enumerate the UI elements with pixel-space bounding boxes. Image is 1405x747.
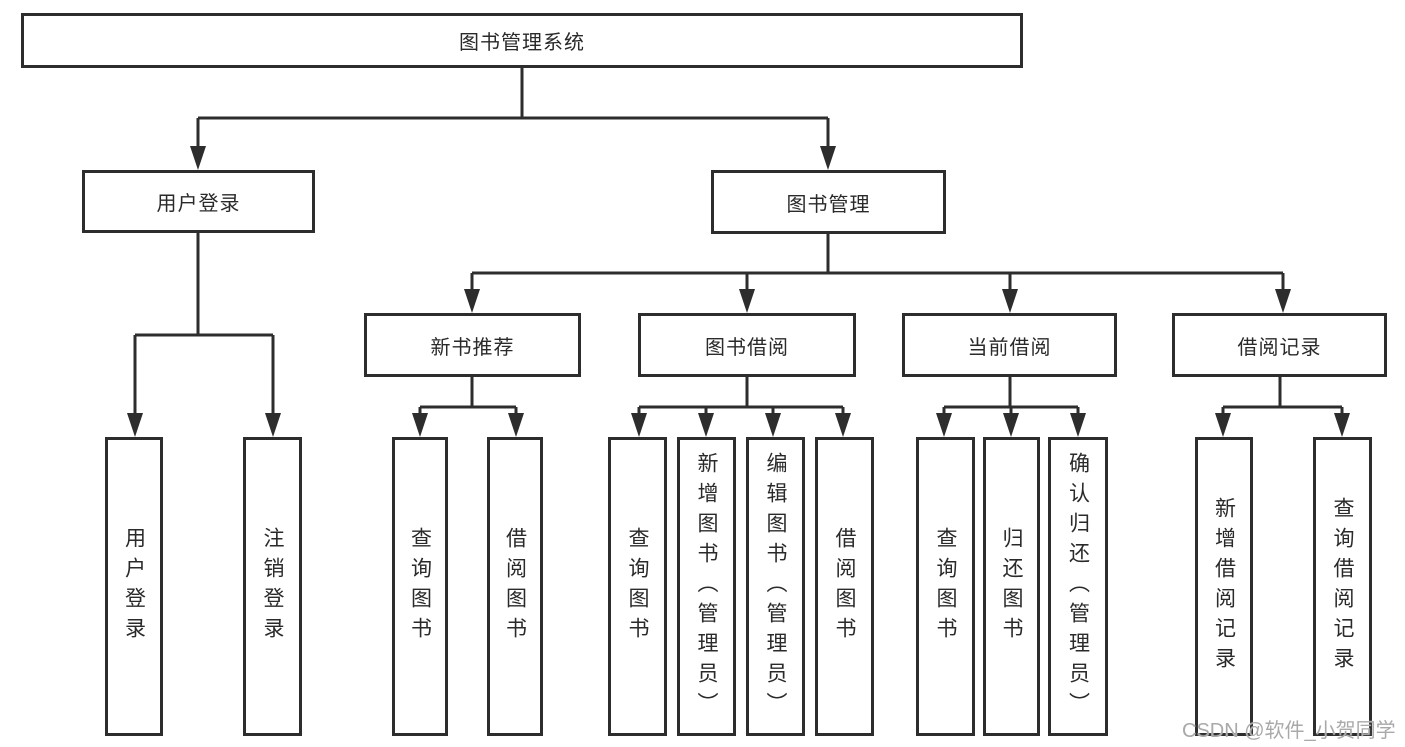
node-current-borrowing: 当前借阅 (902, 313, 1117, 377)
arrow-icon (464, 289, 480, 313)
connector-user-login-split (133, 233, 275, 415)
node-borrowing-records-label: 借阅记录 (1237, 336, 1322, 359)
arrow-icon (1215, 413, 1231, 437)
arrow-icon (508, 413, 524, 437)
leaf-query-books-borrowing: 查询图书 (608, 437, 667, 736)
node-new-book-recommend-label: 新书推荐 (430, 336, 515, 359)
arrow-icon (698, 413, 714, 437)
arrow-icon (835, 413, 851, 437)
leaf-query-books-borrowing-label: 查询图书 (626, 526, 649, 647)
leaf-borrow-books-recommend: 借阅图书 (487, 437, 543, 736)
connector-root-split (196, 68, 830, 148)
leaf-add-books-admin: 新增图书（管理员） (677, 437, 736, 736)
node-book-borrowing-label: 图书借阅 (705, 336, 789, 359)
arrow-icon (820, 146, 836, 170)
leaf-return-books: 归还图书 (983, 437, 1040, 736)
leaf-add-borrow-record: 新增借阅记录 (1195, 437, 1253, 736)
leaf-edit-books-admin: 编辑图书（管理员） (746, 437, 805, 736)
leaf-return-books-label: 归还图书 (1000, 526, 1023, 647)
arrow-icon (631, 413, 647, 437)
node-new-book-recommend: 新书推荐 (364, 313, 581, 377)
node-user-login-label: 用户登录 (156, 193, 241, 215)
node-user-login: 用户登录 (82, 170, 315, 233)
connector-borrowing-records-split (1221, 377, 1344, 415)
leaf-logout-login: 注销登录 (243, 437, 302, 736)
node-library-management-system-label: 图书管理系统 (459, 32, 585, 54)
node-book-management: 图书管理 (711, 170, 946, 234)
leaf-logout-login-label: 注销登录 (261, 526, 284, 647)
arrow-icon (1070, 413, 1086, 437)
arrow-icon (1275, 289, 1291, 313)
connector-book-management-split (470, 234, 1285, 291)
arrow-icon (739, 289, 755, 313)
leaf-query-borrow-record-label: 查询借阅记录 (1331, 496, 1354, 677)
arrow-icon (1003, 413, 1019, 437)
csdn-watermark: CSDN @软件_小贺同学 (1182, 720, 1396, 742)
leaf-query-books-recommend: 查询图书 (392, 437, 448, 736)
leaf-edit-books-admin-label: 编辑图书（管理员） (764, 451, 787, 722)
arrow-icon (190, 146, 206, 170)
arrow-icon (127, 413, 143, 437)
leaf-query-books-recommend-label: 查询图书 (408, 526, 432, 647)
connector-current-borrowing-split (942, 377, 1080, 415)
leaf-user-login-label: 用户登录 (122, 526, 146, 647)
arrowheads (127, 146, 1350, 437)
arrow-icon (412, 413, 428, 437)
connector-book-borrowing-split (637, 377, 845, 415)
node-book-borrowing: 图书借阅 (638, 313, 856, 377)
leaf-borrow-books-recommend-label: 借阅图书 (503, 526, 527, 647)
arrow-icon (936, 413, 952, 437)
arrow-icon (265, 413, 281, 437)
leaf-query-books-current: 查询图书 (916, 437, 975, 736)
arrow-icon (1002, 289, 1018, 313)
arrow-icon (765, 413, 781, 437)
arrow-icon (1334, 413, 1350, 437)
leaf-confirm-return-admin: 确认归还（管理员） (1048, 437, 1108, 736)
node-current-borrowing-label: 当前借阅 (967, 336, 1052, 359)
node-library-management-system: 图书管理系统 (21, 13, 1023, 68)
node-book-management-label: 图书管理 (786, 193, 871, 216)
leaf-query-books-current-label: 查询图书 (934, 526, 957, 647)
leaf-user-login: 用户登录 (105, 437, 163, 736)
leaf-confirm-return-admin-label: 确认归还（管理员） (1066, 451, 1090, 722)
leaf-borrow-books-borrowing: 借阅图书 (815, 437, 874, 736)
leaf-add-books-admin-label: 新增图书（管理员） (695, 451, 718, 722)
leaf-query-borrow-record: 查询借阅记录 (1313, 437, 1372, 736)
leaf-add-borrow-record-label: 新增借阅记录 (1212, 496, 1236, 677)
connector-new-book-split (418, 377, 518, 415)
node-borrowing-records: 借阅记录 (1172, 313, 1387, 377)
leaf-borrow-books-borrowing-label: 借阅图书 (833, 526, 856, 647)
connector-lines (133, 68, 1344, 415)
